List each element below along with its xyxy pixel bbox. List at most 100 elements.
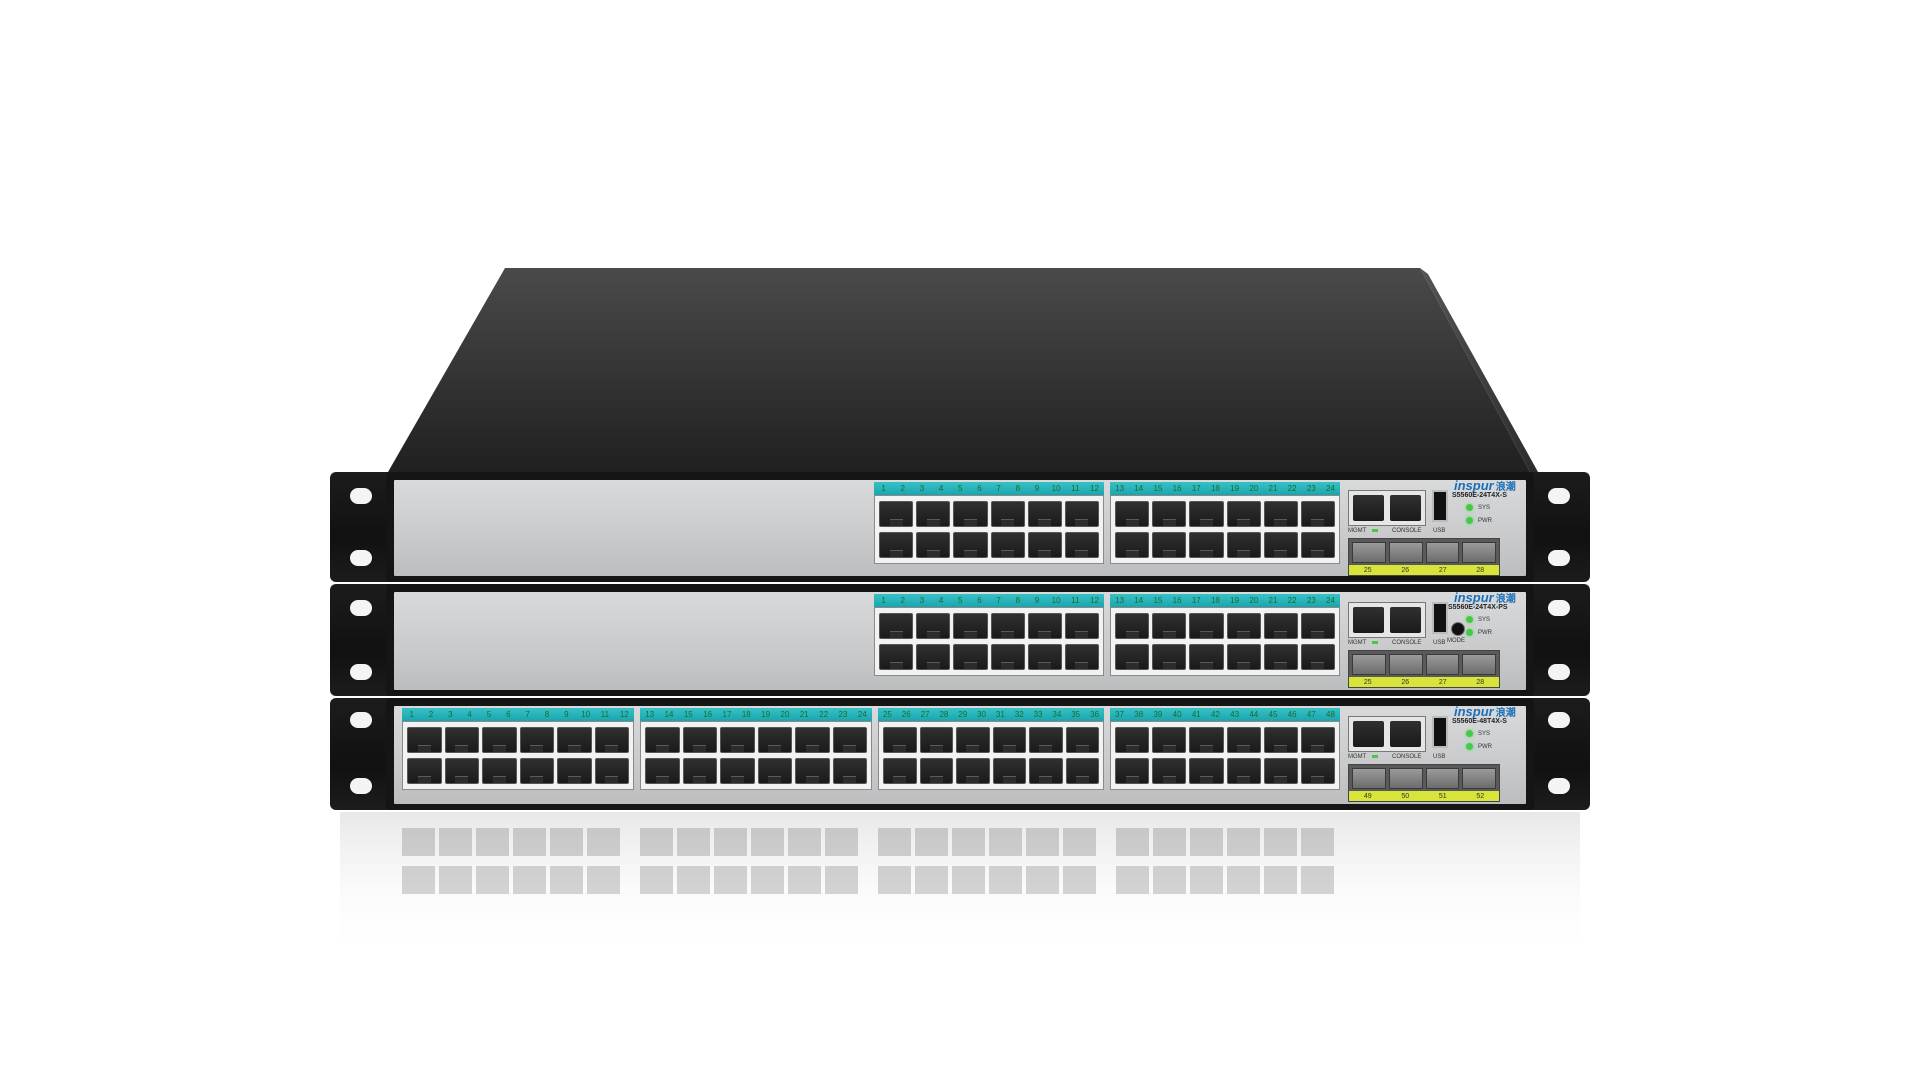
- reflected-port: [1116, 828, 1149, 856]
- reflected-port: [989, 828, 1022, 856]
- rj45-port: [444, 758, 479, 784]
- reflected-port: [1227, 828, 1260, 856]
- mounting-hole: [350, 664, 372, 680]
- sfp-port-number: 25: [1363, 678, 1372, 686]
- port-number-label: 44: [1249, 710, 1259, 719]
- rj45-port: [1226, 613, 1261, 639]
- pwr-led: [1466, 629, 1473, 636]
- port-number-label: 40: [1172, 710, 1182, 719]
- mgmt-led: [1372, 529, 1378, 532]
- port-number-label: 1: [881, 596, 886, 605]
- reflected-port: [439, 866, 472, 894]
- rj45-port: [919, 758, 953, 784]
- port-number-label: 7: [525, 710, 530, 719]
- reflected-port: [550, 828, 583, 856]
- rj45-port: [1189, 644, 1224, 670]
- sfp-cage: [1462, 542, 1496, 563]
- port-number-label: 18: [1210, 484, 1220, 493]
- reflected-port: [439, 828, 472, 856]
- port-number-label: 9: [1034, 596, 1040, 605]
- rj45-port-grid: [1110, 495, 1340, 564]
- rack-ear-right: [1528, 584, 1590, 696]
- port-number-label: 45: [1268, 710, 1278, 719]
- reflected-port: [751, 828, 784, 856]
- port-number-label: 36: [1090, 710, 1099, 719]
- port-number-label: 12: [1090, 596, 1099, 605]
- sfp-port-number: 27: [1438, 566, 1447, 574]
- mounting-hole: [1548, 550, 1570, 566]
- port-number-label: 47: [1306, 710, 1316, 719]
- reflected-port: [825, 866, 858, 894]
- port-number-label: 11: [1071, 596, 1080, 605]
- reflected-port: [952, 866, 985, 894]
- port-number-label: 35: [1071, 710, 1081, 719]
- reflected-port: [915, 866, 948, 894]
- port-number-label: 9: [1034, 484, 1040, 493]
- rj45-port: [1115, 644, 1150, 670]
- sfp-cage: [1388, 542, 1423, 563]
- rj45-port: [682, 758, 717, 784]
- mounting-hole: [350, 550, 372, 566]
- sfp-port-number: 49: [1363, 792, 1372, 800]
- reflected-port: [1264, 866, 1297, 894]
- mgmt-console-ports: [1348, 716, 1426, 752]
- mounting-hole: [350, 488, 372, 504]
- sfp-port-number: 26: [1401, 566, 1410, 574]
- rj45-port: [1300, 758, 1335, 784]
- rj45-port: [1152, 727, 1187, 753]
- port-number-label: 7: [996, 484, 1001, 493]
- port-number-label: 16: [703, 710, 713, 719]
- mounting-hole: [1548, 664, 1570, 680]
- model-label: S5560E-24T4X-S: [1452, 492, 1507, 499]
- rj45-port: [1152, 758, 1187, 784]
- rj45-port: [1263, 727, 1298, 753]
- reflected-port: [476, 866, 509, 894]
- rj45-port: [953, 644, 988, 670]
- sys-led: [1466, 616, 1473, 623]
- rj45-port: [1115, 613, 1150, 639]
- mounting-hole: [350, 778, 372, 794]
- port-number-label: 21: [1268, 484, 1278, 493]
- mode-button[interactable]: [1451, 622, 1465, 636]
- port-number-label: 29: [958, 710, 968, 719]
- rj45-port-grid: [1110, 607, 1340, 676]
- reflected-port: [1301, 866, 1334, 894]
- rj45-port: [1263, 644, 1298, 670]
- rj45-port: [919, 727, 953, 753]
- reflected-port: [878, 828, 911, 856]
- port-number-label: 6: [977, 484, 982, 493]
- rj45-port: [519, 758, 554, 784]
- sfp-port-number: 28: [1476, 678, 1485, 686]
- port-number-label: 16: [1172, 596, 1182, 605]
- port-number-label: 12: [619, 710, 629, 719]
- rj45-port: [645, 758, 680, 784]
- console-label: CONSOLE: [1392, 754, 1422, 760]
- rj45-port: [953, 501, 988, 527]
- reflected-port: [640, 866, 673, 894]
- mounting-hole: [1548, 778, 1570, 794]
- port-number-label: 8: [1015, 596, 1021, 605]
- rj45-port: [1152, 532, 1187, 558]
- rj45-port: [1115, 758, 1150, 784]
- port-number-label: 31: [995, 710, 1005, 719]
- reflected-port: [1026, 828, 1059, 856]
- usb-port: [1432, 490, 1448, 522]
- rj45-port: [594, 758, 629, 784]
- port-number-label: 2: [900, 596, 905, 605]
- rj45-port: [1226, 758, 1261, 784]
- mounting-hole: [350, 600, 372, 616]
- rj45-port: [1115, 532, 1150, 558]
- pwr-led: [1466, 743, 1473, 750]
- port-number-label: 14: [664, 710, 674, 719]
- port-number-label: 5: [958, 596, 963, 605]
- rj45-port: [1263, 758, 1298, 784]
- rj45-port: [1152, 501, 1187, 527]
